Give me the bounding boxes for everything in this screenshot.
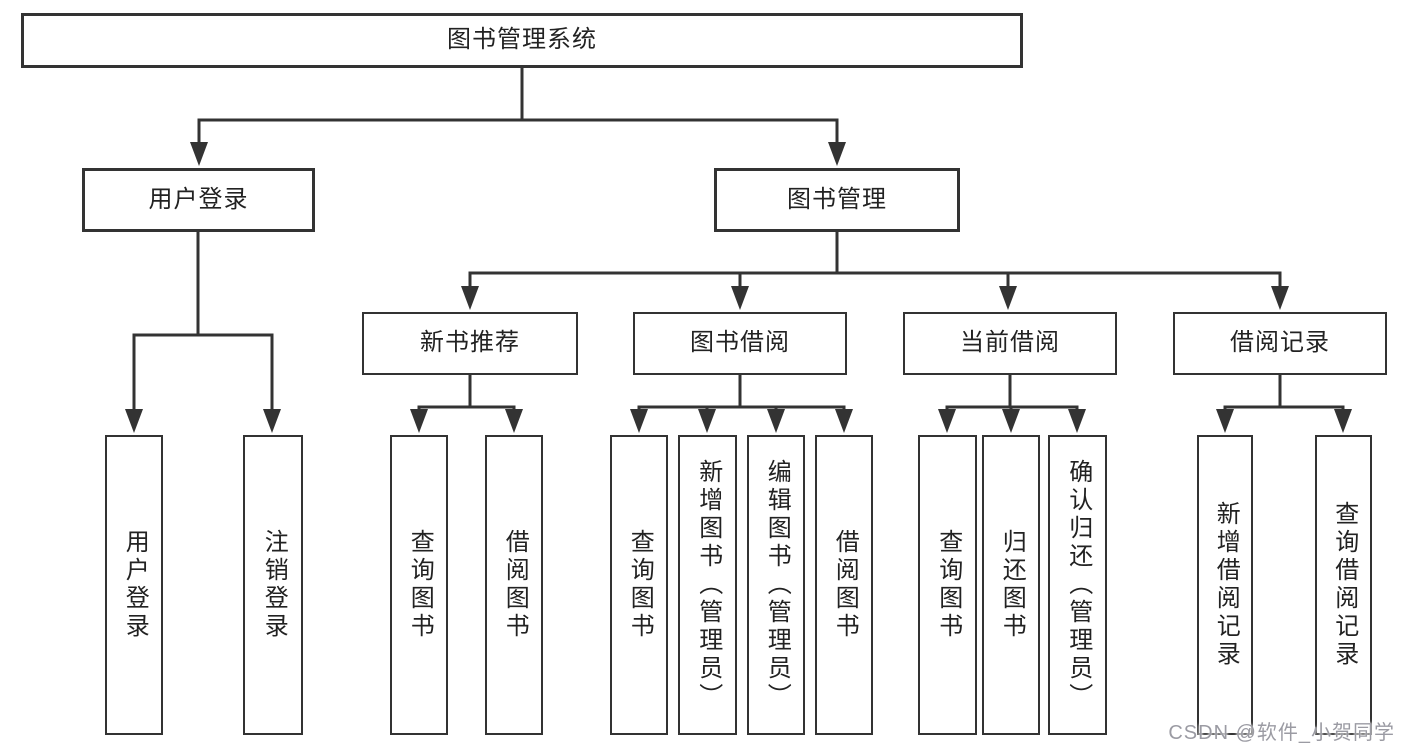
watermark: CSDN @软件_小贺同学 xyxy=(1168,722,1395,744)
leaf-query-borrow-record: 查询借阅记录 xyxy=(1315,435,1372,735)
leaf-confirm-return-admin-label: 确认归还（管理员） xyxy=(1064,459,1092,711)
leaf-query-books-new: 查询图书 xyxy=(390,435,448,735)
node-library-system: 图书管理系统 xyxy=(21,13,1023,68)
leaf-user-login-label: 用户登录 xyxy=(121,529,149,641)
leaf-edit-books-admin: 编辑图书（管理员） xyxy=(747,435,805,735)
arrow-down-icon xyxy=(835,409,853,433)
arrow-down-icon xyxy=(731,286,749,310)
leaf-edit-books-admin-label: 编辑图书（管理员） xyxy=(763,459,791,711)
node-borrowing-records: 借阅记录 xyxy=(1173,312,1387,375)
arrow-down-icon xyxy=(190,142,208,166)
arrow-down-icon xyxy=(1002,409,1020,433)
node-new-book-recommend: 新书推荐 xyxy=(362,312,578,375)
leaf-query-borrow-record-label: 查询借阅记录 xyxy=(1330,501,1358,669)
leaf-add-borrow-record: 新增借阅记录 xyxy=(1197,435,1253,735)
arrow-down-icon xyxy=(999,286,1017,310)
arrow-down-icon xyxy=(505,409,523,433)
arrow-down-icon xyxy=(461,286,479,310)
leaf-logout-label: 注销登录 xyxy=(260,529,288,641)
arrow-down-icon xyxy=(125,409,143,433)
leaf-query-books-new-label: 查询图书 xyxy=(406,529,434,641)
arrow-down-icon xyxy=(1334,409,1352,433)
leaf-confirm-return-admin: 确认归还（管理员） xyxy=(1048,435,1107,735)
node-current-borrowing: 当前借阅 xyxy=(903,312,1117,375)
leaf-return-books-label: 归还图书 xyxy=(998,529,1026,641)
leaf-borrow-books-label: 借阅图书 xyxy=(831,529,859,641)
leaf-query-books-current-label: 查询图书 xyxy=(934,529,962,641)
node-book-borrowing: 图书借阅 xyxy=(633,312,847,375)
leaf-user-login: 用户登录 xyxy=(105,435,163,735)
arrow-down-icon xyxy=(1271,286,1289,310)
arrow-down-icon xyxy=(1068,409,1086,433)
arrow-down-icon xyxy=(263,409,281,433)
node-book-management: 图书管理 xyxy=(714,168,960,232)
arrow-down-icon xyxy=(938,409,956,433)
arrow-down-icon xyxy=(630,409,648,433)
leaf-query-books-current: 查询图书 xyxy=(918,435,977,735)
leaf-add-books-admin-label: 新增图书（管理员） xyxy=(694,459,722,711)
arrow-down-icon xyxy=(698,409,716,433)
arrow-down-icon xyxy=(410,409,428,433)
leaf-logout: 注销登录 xyxy=(243,435,303,735)
leaf-borrow-books: 借阅图书 xyxy=(815,435,873,735)
arrow-down-icon xyxy=(828,142,846,166)
node-user-login: 用户登录 xyxy=(82,168,315,232)
arrow-down-icon xyxy=(767,409,785,433)
leaf-borrow-books-new-label: 借阅图书 xyxy=(501,529,529,641)
leaf-borrow-books-new: 借阅图书 xyxy=(485,435,543,735)
leaf-query-books-borrow-label: 查询图书 xyxy=(626,529,654,641)
leaf-add-books-admin: 新增图书（管理员） xyxy=(678,435,737,735)
leaf-add-borrow-record-label: 新增借阅记录 xyxy=(1212,501,1240,669)
leaf-query-books-borrow: 查询图书 xyxy=(610,435,668,735)
leaf-return-books: 归还图书 xyxy=(982,435,1040,735)
arrow-down-icon xyxy=(1216,409,1234,433)
